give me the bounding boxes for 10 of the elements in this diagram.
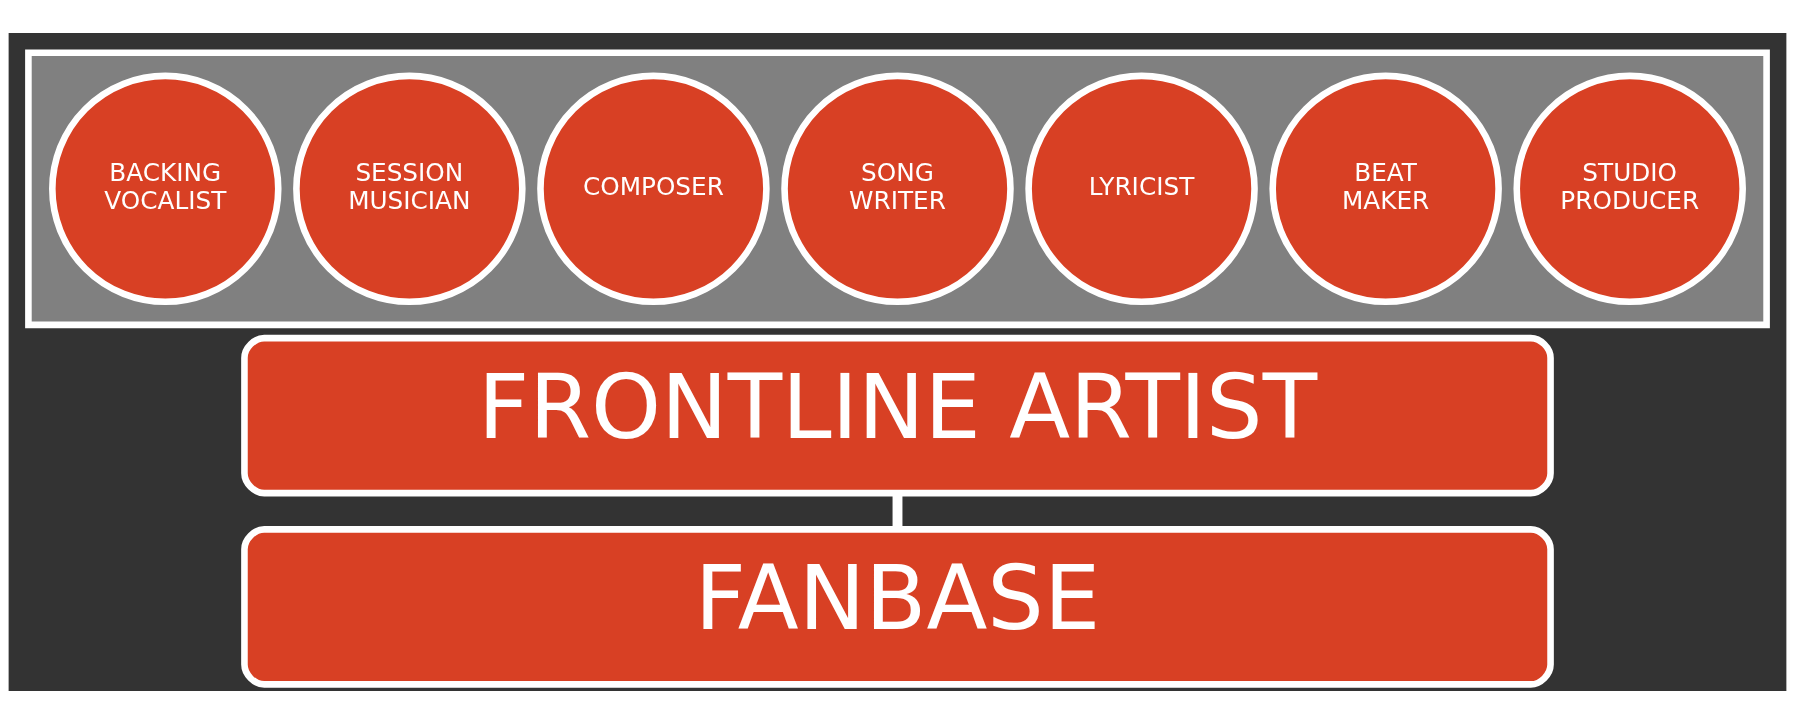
- node-circle: SONG WRITER: [781, 72, 1014, 306]
- node-circle: SESSION MUSICIAN: [293, 72, 526, 306]
- node-circle: STUDIO PRODUCER: [1513, 72, 1746, 306]
- node-circle: LYRICIST: [1025, 72, 1258, 306]
- node-circle: BEAT MAKER: [1269, 72, 1502, 306]
- node-box: FANBASE: [241, 526, 1554, 688]
- node-circle: COMPOSER: [537, 72, 770, 306]
- cluster: [25, 49, 1770, 329]
- node-circle: BACKING VOCALIST: [49, 72, 282, 306]
- node-box: FRONTLINE ARTIST: [241, 334, 1554, 497]
